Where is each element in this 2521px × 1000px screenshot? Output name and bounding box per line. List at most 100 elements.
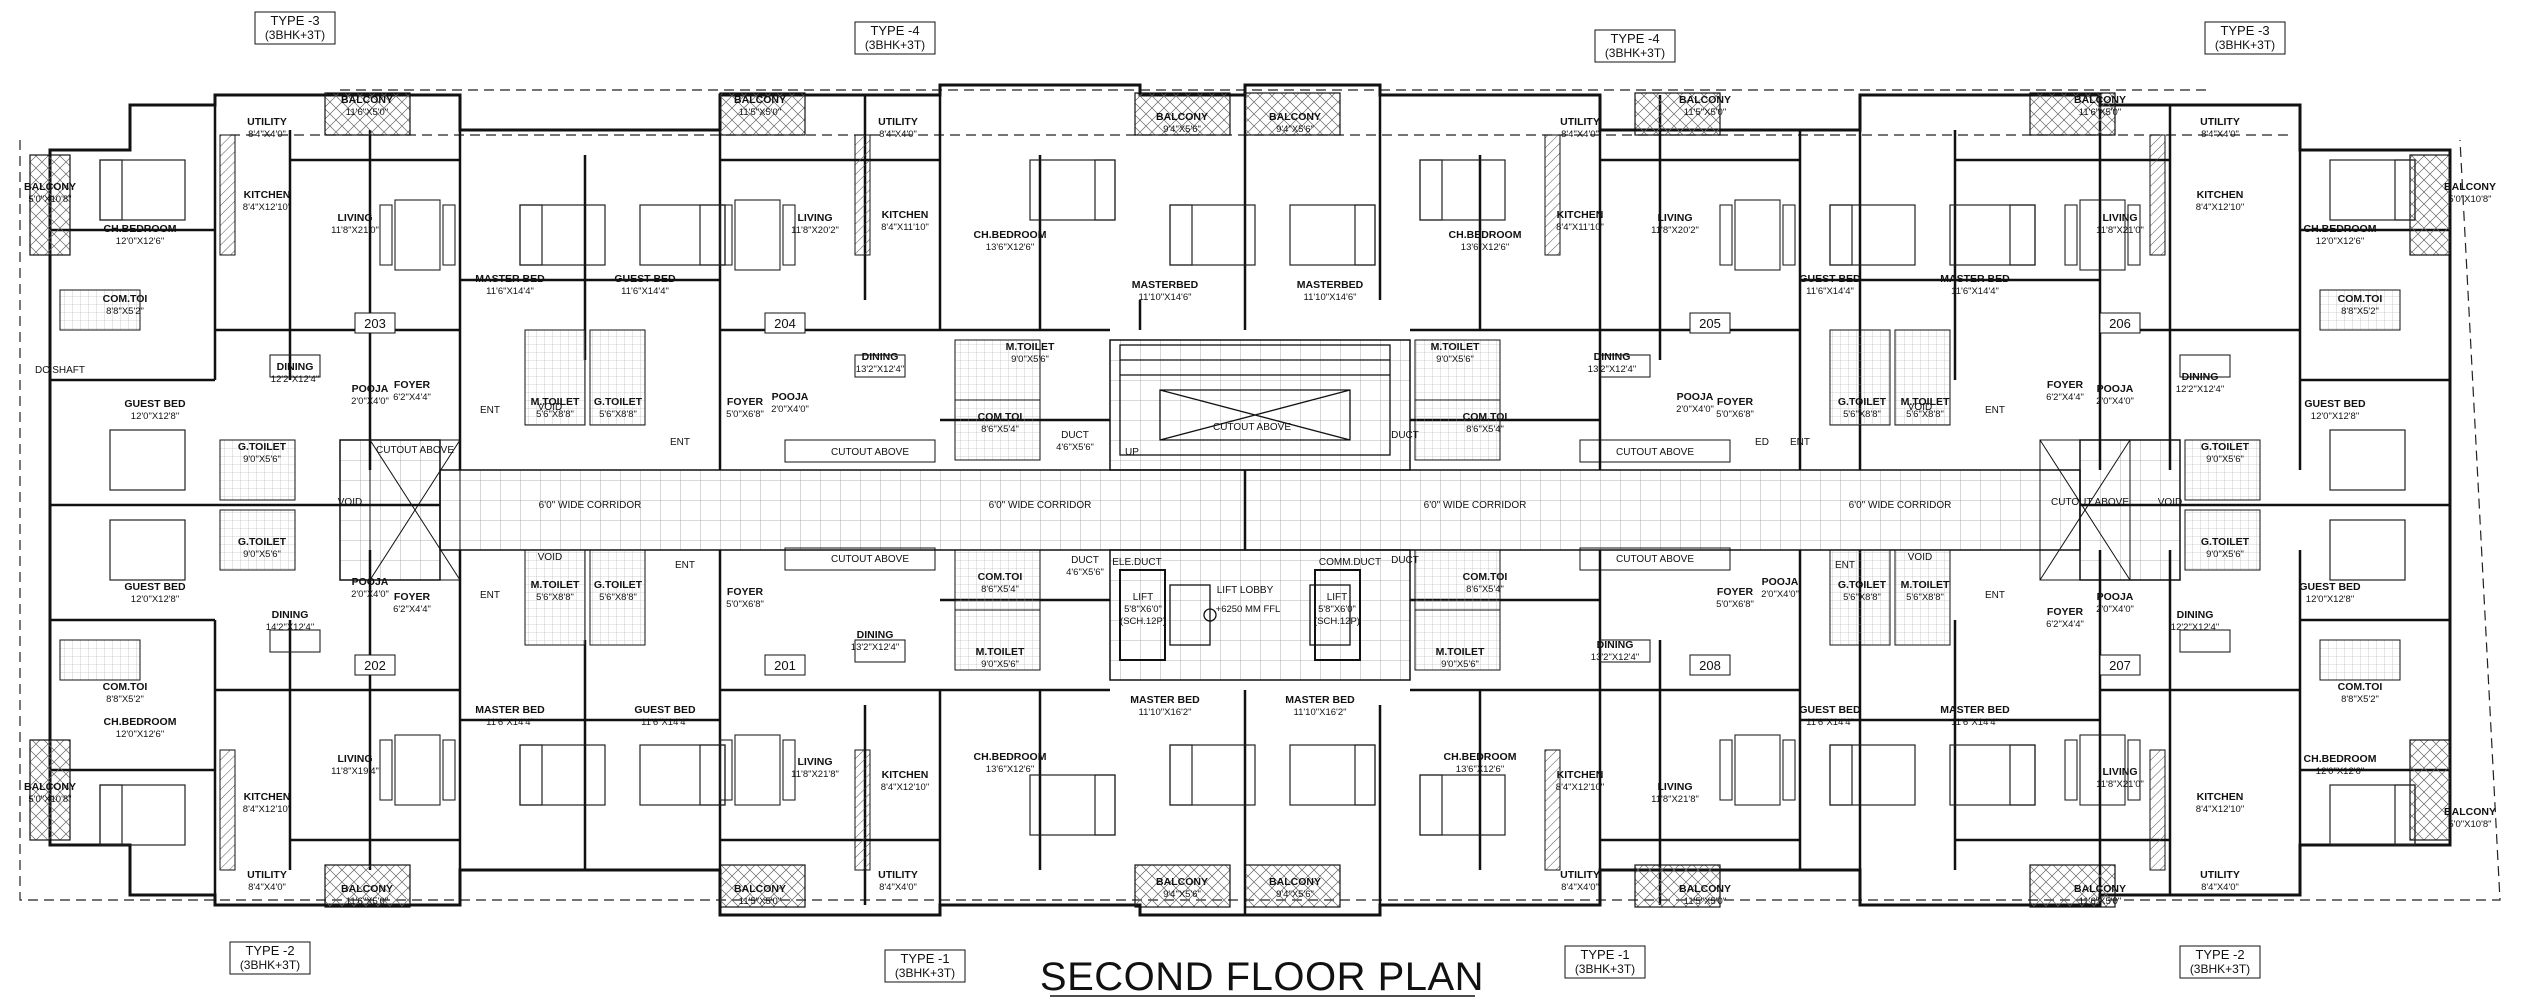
room-name: COM.TOI [1463,571,1508,583]
room-size: 11'6"X5'0" [2079,107,2121,118]
room-name: GUEST BED [124,398,186,410]
room-size: 11'6"X14'4" [1951,286,1999,297]
room-name: BALCONY [24,781,76,793]
type-tag-label: TYPE -2 [2195,947,2244,962]
type-tag-config: (3BHK+3T) [265,28,325,42]
room-name: UTILITY [1560,116,1600,128]
room-name: MASTERBED [1297,279,1364,291]
room-name: CH.BEDROOM [974,229,1047,241]
room-size: 2'0"X4'0" [1676,404,1714,415]
room-size: 12'0"X12'6" [116,729,164,740]
room-name: BALCONY [1156,111,1208,123]
room-size: 8'4"X12'10" [2196,804,2244,815]
type-tag-config: (3BHK+3T) [2190,962,2250,976]
room-size: 12'0"X12'8" [2306,594,2354,605]
corridor-label: 6'0" WIDE CORRIDOR [989,500,1092,511]
room-name: UTILITY [2200,869,2240,881]
room-size: 11'6"X5'0" [346,896,388,907]
room-size: 8'8"X5'2" [2341,694,2379,705]
lift-size-label: 5'8"X6'0" [1124,604,1162,615]
room-name: COM.TOI [2338,681,2383,693]
room-name: M.TOILET [1431,341,1480,353]
room-size: 9'0"X5'6" [1436,354,1474,365]
room-size: 5'6"X8'8" [536,409,574,420]
room-size: 11'6"X5'0" [346,107,388,118]
room-size: 8'4"X4'0" [2201,129,2239,140]
room-name: LIVING [797,212,832,224]
ent-label: ENT [1985,590,2005,601]
room-name: G.TOILET [238,536,287,548]
flat-number-205: 205 [1699,316,1721,331]
room-size: 9'4"X5'6" [1163,889,1201,900]
room-name: UTILITY [1560,869,1600,881]
room-name: DINING [1594,351,1631,363]
room-name: M.TOILET [976,646,1025,658]
room-name: KITCHEN [244,791,291,803]
flat-number-boxes [354,312,2141,676]
room-name: G.TOILET [2201,441,2250,453]
duct-size-label: 4'6"X5'6" [1056,442,1094,453]
room-name: FOYER [727,586,764,598]
room-size: 8'8"X5'2" [106,694,144,705]
room-name: GUEST BED [2304,398,2366,410]
room-labels-bottom: G.TOILET 9'0"X5'6" GUEST BED 12'0"X12'8"… [24,536,2496,907]
room-name: KITCHEN [2197,791,2244,803]
room-size: 8'4"X4'0" [1561,882,1599,893]
duct-label: DUCT [1391,555,1419,566]
living-furniture [269,199,2231,806]
room-size: 11'8"X21'8" [791,769,839,780]
lift-label: LIFT [1327,592,1348,603]
room-name: BALCONY [2444,181,2496,193]
room-name: POOJA [1762,576,1799,588]
room-size: 11'10"X16'2" [1294,707,1347,718]
core [1119,344,1391,661]
room-name: GUEST BED [1799,273,1861,285]
room-name: BALCONY [2074,883,2126,895]
room-name: UTILITY [247,869,287,881]
room-size: 5'6"X8'8" [599,592,637,603]
room-name: GUEST BED [124,581,186,593]
void-label: VOID [1908,402,1932,413]
room-size: 5'0"X6'8" [726,599,764,610]
type-tag-config: (3BHK+3T) [865,38,925,52]
room-name: POOJA [352,576,389,588]
room-size: 11'6"X14'4" [486,286,534,297]
room-size: 12'0"X12'6" [2316,766,2364,777]
room-size: 9'4"X5'6" [1276,124,1314,135]
room-size: 9'4"X5'6" [1276,889,1314,900]
room-name: M.TOILET [1901,396,1950,408]
room-name: MASTER BED [475,273,545,285]
ent-label: ENT [480,590,500,601]
room-size: 12'0"X12'6" [116,236,164,247]
room-size: 12'2"X12'4" [271,374,319,385]
room-name: KITCHEN [1557,209,1604,221]
flat-number-201: 201 [774,658,796,673]
cutout-label: CUTOUT ABOVE [376,445,454,456]
room-name: G.TOILET [238,441,287,453]
comm-duct-label: COMM.DUCT [1319,557,1381,568]
room-size: 12'0"X12'8" [2311,411,2359,422]
room-name: COM.TOI [978,571,1023,583]
room-name: BALCONY [341,94,393,106]
duct-size-label: 4'6"X5'6" [1066,567,1104,578]
room-size: 8'8"X5'2" [106,306,144,317]
room-name: BALCONY [1679,883,1731,895]
flat-number-203: 203 [364,316,386,331]
room-name: MASTER BED [475,704,545,716]
room-size: 13'6"X12'6" [986,764,1034,775]
room-size: 8'4"X12'10" [243,202,291,213]
interior-walls [50,85,2450,915]
room-name: CH.BEDROOM [2304,223,2377,235]
room-name: M.TOILET [1901,579,1950,591]
room-name: COM.TOI [2338,293,2383,305]
room-name: DINING [277,361,314,373]
room-name: FOYER [394,379,431,391]
room-size: 6'2"X4'4" [2046,619,2084,630]
room-size: 12'2"X12'4" [2171,622,2219,633]
up-label: UP [1125,447,1139,458]
room-size: 8'8"X5'2" [2341,306,2379,317]
type-tag-label: TYPE -1 [1580,947,1629,962]
room-size: 9'0"X5'6" [243,454,281,465]
room-size: 11'6"X14'4" [1806,717,1854,728]
